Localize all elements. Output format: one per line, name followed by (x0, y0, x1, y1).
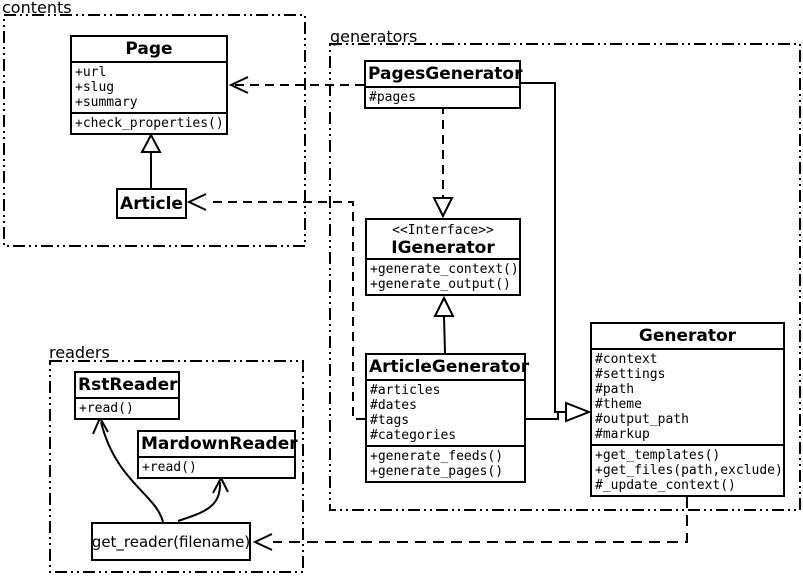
inheritance-arrow-pagesgenerator-generator (521, 82, 592, 423)
class-page: Page +url +slug +summary +check_properti… (70, 35, 228, 135)
realization-arrow-pagesgenerator-igenerator (432, 105, 454, 219)
generator-attributes: #context #settings #path #theme #output_… (592, 348, 783, 444)
class-member: #articles (370, 383, 441, 398)
class-member: #output_path (595, 412, 689, 427)
class-article: Article (116, 188, 187, 219)
contents-package-label: contents (2, 0, 72, 17)
rst-reader-methods: +read() (76, 397, 178, 418)
class-member: +slug (75, 80, 115, 95)
class-member: #dates (370, 398, 417, 413)
readers-package-label: readers (49, 343, 110, 362)
pages-generator-attributes: #pages (366, 86, 519, 107)
generator-methods: +get_templates() +get_files(path,exclude… (592, 444, 783, 495)
page-class-title: Page (125, 39, 173, 59)
class-member: +generate_context() (370, 262, 519, 277)
dependency-arrow-articlegenerator-article (186, 193, 365, 420)
article-generator-class-title: ArticleGenerator (369, 357, 530, 377)
class-member: +get_files(path,exclude) (595, 463, 783, 478)
class-member: #tags (370, 413, 410, 428)
pages-generator-class-title: PagesGenerator (368, 64, 523, 84)
class-mardown-reader: MardownReader +read() (137, 430, 298, 479)
class-member: #theme (595, 397, 642, 412)
class-member: +url (75, 65, 107, 80)
function-get-reader: get_reader(filename) (91, 522, 251, 561)
class-member: #path (595, 382, 635, 397)
generators-package-label: generators (330, 27, 418, 46)
inheritance-arrow-article-page (140, 132, 162, 188)
class-pages-generator: PagesGenerator #pages (364, 60, 523, 109)
igenerator-methods: +generate_context() +generate_output() (367, 258, 519, 294)
mardown-reader-methods: +read() (139, 456, 294, 477)
igenerator-name: IGenerator (391, 238, 495, 258)
article-class-title: Article (120, 193, 183, 214)
page-methods: +check_properties() (72, 112, 226, 133)
class-generator: Generator #context #settings #path #them… (590, 322, 785, 497)
contents-package-border (3, 14, 306, 247)
class-igenerator: <<Interface>> IGenerator +generate_conte… (365, 218, 521, 296)
class-rst-reader: RstReader +read() (74, 371, 180, 420)
generator-class-title: Generator (638, 326, 737, 346)
class-member: +generate_pages() (370, 464, 504, 479)
interface-stereotype: <<Interface>> (392, 223, 494, 238)
inheritance-arrow-articlegenerator-generator (526, 411, 566, 420)
rst-reader-class-title: RstReader (78, 375, 178, 395)
class-member: +generate_output() (370, 277, 511, 292)
class-member: #categories (370, 428, 457, 443)
class-member: +read() (79, 401, 134, 416)
get-reader-label: get_reader(filename) (91, 532, 251, 551)
igenerator-class-title: <<Interface>> IGenerator (367, 220, 519, 258)
readers-package-border (49, 360, 304, 573)
class-member: #markup (595, 427, 650, 442)
arrow-getreader-mardownreader (177, 475, 229, 522)
generators-package-border (329, 43, 801, 511)
article-generator-attributes: #articles #dates #tags #categories (367, 379, 524, 445)
class-member: +generate_feeds() (370, 449, 504, 464)
class-member: #_update_context() (595, 478, 736, 493)
class-member: +check_properties() (75, 116, 224, 131)
class-member: +summary (75, 95, 138, 110)
class-member: #settings (595, 367, 666, 382)
page-attributes: +url +slug +summary (72, 61, 226, 112)
class-member: #context (595, 352, 658, 367)
dependency-arrow-generator-getreader (252, 497, 688, 551)
realization-arrow-articlegenerator-igenerator (433, 295, 455, 354)
dependency-arrow-pagesgenerator-page (228, 76, 364, 94)
article-generator-methods: +generate_feeds() +generate_pages() (367, 445, 524, 481)
class-member: +get_templates() (595, 448, 721, 463)
class-article-generator: ArticleGenerator #articles #dates #tags … (365, 353, 530, 483)
mardown-reader-class-title: MardownReader (141, 434, 298, 454)
class-member: +read() (142, 460, 197, 475)
class-member: #pages (369, 90, 416, 105)
